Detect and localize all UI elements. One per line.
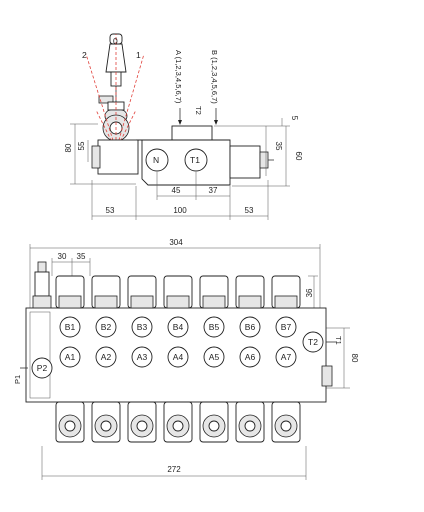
dim-100: 100	[173, 206, 187, 215]
spool-cap	[229, 145, 261, 179]
port-label-b: B4	[173, 322, 184, 332]
port-b	[167, 316, 189, 338]
port-label-a: A5	[209, 352, 220, 362]
port-a	[203, 346, 225, 368]
relief-valve	[32, 261, 52, 311]
top-spool-collar	[94, 295, 118, 309]
port-label-b: B5	[209, 322, 220, 332]
lever-position-0: 0	[113, 36, 118, 46]
dim-80-top: 80	[64, 143, 73, 152]
port-label-b: B2	[101, 322, 112, 332]
dim-80-front: 80	[350, 354, 359, 363]
port-note-t2: T2	[194, 106, 203, 115]
valve-inlet-block	[97, 139, 139, 175]
top-spool-collar	[166, 295, 190, 309]
port-b-arrowhead	[214, 120, 218, 125]
dim-60: 60	[294, 152, 303, 161]
top-spool-collar	[274, 295, 298, 309]
top-spool-collar	[202, 295, 226, 309]
port-b	[275, 316, 297, 338]
port-label-p2: P2	[37, 363, 48, 373]
front-dimension-lines	[29, 244, 350, 480]
port-label-p1: P1	[13, 375, 22, 384]
spool-end-nut	[259, 151, 269, 169]
dim-35: 35	[274, 142, 283, 151]
bottom-spool-bore	[280, 420, 292, 432]
dim-55: 55	[77, 141, 86, 150]
spool-port-t1	[184, 148, 208, 172]
inlet-section	[29, 311, 51, 399]
port-b	[95, 316, 117, 338]
bottom-spool-bore	[172, 420, 184, 432]
lever-position-2: 2	[82, 50, 87, 60]
port-a	[95, 346, 117, 368]
top-view-dimension-lines	[70, 118, 290, 220]
dim-30: 30	[58, 252, 67, 261]
port-a	[239, 346, 261, 368]
dim-35-front: 35	[77, 252, 86, 261]
top-spool-collar	[238, 295, 262, 309]
bottom-spool-bore	[64, 420, 76, 432]
dim-272: 272	[167, 465, 181, 474]
port-note-b: B (1,2,3,4,5,6,7)	[210, 50, 219, 104]
port-label-b: B6	[245, 322, 256, 332]
port-label-b: B1	[65, 322, 76, 332]
spool-caps-top	[55, 275, 301, 309]
bottom-spool-bore	[244, 420, 256, 432]
port-a	[131, 346, 153, 368]
dim-37: 37	[209, 186, 218, 195]
dim-45: 45	[172, 186, 181, 195]
outlet-fitting	[321, 365, 333, 387]
top-view: 2 0 1 A (1,2,3,4,5,6,7) B (1,2,3,4,5,6,7…	[64, 33, 303, 220]
port-label-b: B3	[137, 322, 148, 332]
dim-304: 304	[169, 238, 183, 247]
spool-label-t1: T1	[190, 155, 200, 165]
bottom-spool-bore	[136, 420, 148, 432]
port-b	[239, 316, 261, 338]
port-label-a: A4	[173, 352, 184, 362]
port-b	[203, 316, 225, 338]
spool-label-n: N	[153, 155, 159, 165]
port-t2	[302, 331, 324, 353]
port-label-a: A7	[281, 352, 292, 362]
port-label-a: A3	[137, 352, 148, 362]
spool-port-n	[145, 148, 169, 172]
port-a	[59, 346, 81, 368]
top-spool-collar	[130, 295, 154, 309]
spool-caps-bottom	[55, 401, 301, 443]
port-note-a: A (1,2,3,4,5,6,7)	[174, 50, 183, 104]
port-label-a: A2	[101, 352, 112, 362]
dim-53-right: 53	[245, 206, 254, 215]
port-label-b: B7	[281, 322, 292, 332]
bottom-spool-bore	[100, 420, 112, 432]
top-spool-collar	[58, 295, 82, 309]
dim-36: 36	[305, 288, 314, 297]
inlet-fitting	[91, 145, 101, 169]
port-a-arrowhead	[178, 120, 182, 125]
port-label-t1: T1	[334, 336, 343, 345]
dim-53-left: 53	[106, 206, 115, 215]
lever-position-1: 1	[136, 50, 141, 60]
port-b	[59, 316, 81, 338]
port-p2	[31, 357, 53, 379]
port-label-a: A6	[245, 352, 256, 362]
bottom-spool-bore	[208, 420, 220, 432]
dim-5: 5	[290, 116, 299, 121]
top-port-boss	[171, 125, 213, 141]
port-label-t2: T2	[308, 337, 318, 347]
port-b	[131, 316, 153, 338]
port-a	[275, 346, 297, 368]
port-label-a: A1	[65, 352, 76, 362]
port-a	[167, 346, 189, 368]
